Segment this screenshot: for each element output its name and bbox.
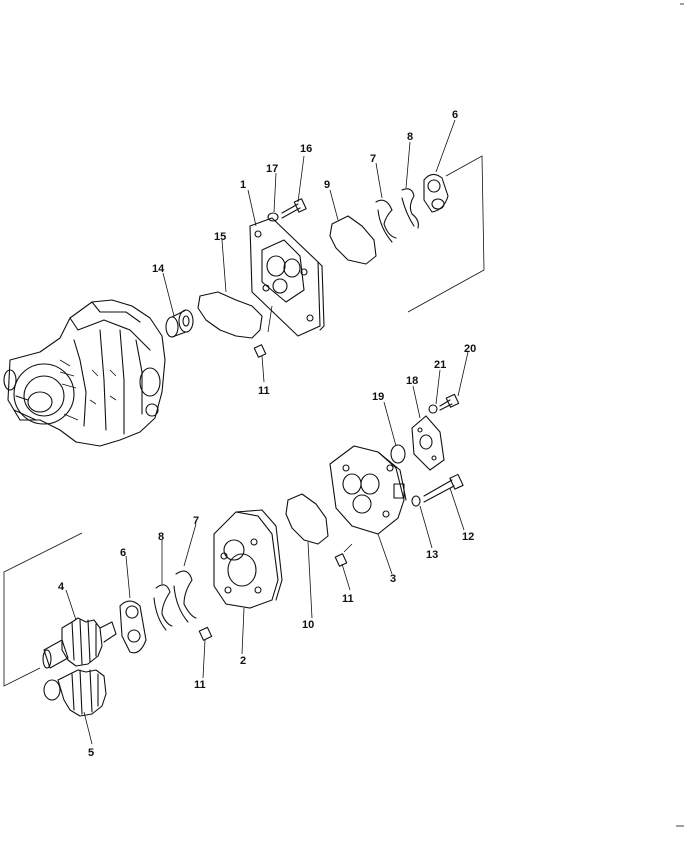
cover-plate-part-1 [249,217,325,337]
callout-6-lower: 6 [120,547,126,559]
callout-16: 16 [300,143,312,155]
gasket-part-10 [285,493,329,545]
callout-17: 17 [266,163,278,175]
plate-part-6-upper [423,173,449,213]
callout-9: 9 [324,179,330,191]
seal-part-7-lower [173,570,197,623]
callout-4: 4 [58,581,65,593]
callout-3: 3 [390,573,396,585]
callout-12: 12 [462,531,474,543]
o-ring-part-19 [390,444,406,464]
callout-20: 20 [464,343,476,355]
gear-housing-part-2 [213,509,283,609]
gasket-part-9 [329,215,377,265]
callout-13: 13 [426,549,438,561]
bracket-line-lower [3,532,83,687]
dowel-pin-11-upper [253,344,267,358]
callout-14: 14 [152,263,165,275]
washer-part-13 [411,495,421,507]
driven-gear-part-5 [43,669,107,717]
seal-part-8-lower [153,584,173,631]
callout-21: 21 [434,359,446,371]
washer-part-17 [267,212,279,222]
leader-lines [65,119,469,745]
end-cover-part-3 [329,445,407,535]
callout-10: 10 [302,619,314,631]
callout-1: 1 [240,179,246,191]
callout-2: 2 [240,655,246,667]
bolt-part-12 [423,473,464,503]
callout-8-upper: 8 [407,131,413,143]
callout-5: 5 [88,747,94,759]
washer-part-21 [428,404,438,414]
callout-8-lower: 8 [158,531,164,543]
plate-part-6-lower [119,600,147,654]
callout-11-lower: 11 [194,679,206,691]
callout-11-middle: 11 [342,593,354,605]
dowel-pin-11-lower [198,626,213,641]
seal-part-7-upper [375,199,397,243]
callout-7-upper: 7 [370,153,376,165]
pump-body-part [3,299,166,447]
bolt-part-20 [439,393,460,411]
bolt-part-16 [281,198,307,219]
callout-19: 19 [372,391,384,403]
callout-labels: 1 2 3 4 5 6 6 7 7 8 8 9 10 11 11 11 12 1… [58,109,476,759]
callout-18: 18 [406,375,418,387]
callout-15: 15 [214,231,226,243]
bracket-line-upper [407,155,485,313]
drive-gear-part-4 [42,617,117,669]
callout-7-lower: 7 [193,515,199,527]
gasket-part-15 [197,291,263,339]
callout-6-upper: 6 [452,109,458,121]
callout-11-upper: 11 [258,385,270,397]
dowel-pin-11-middle [334,553,348,567]
seal-part-8-upper [401,188,419,229]
bushing-part-14 [165,309,194,338]
flange-part-18 [411,415,445,471]
